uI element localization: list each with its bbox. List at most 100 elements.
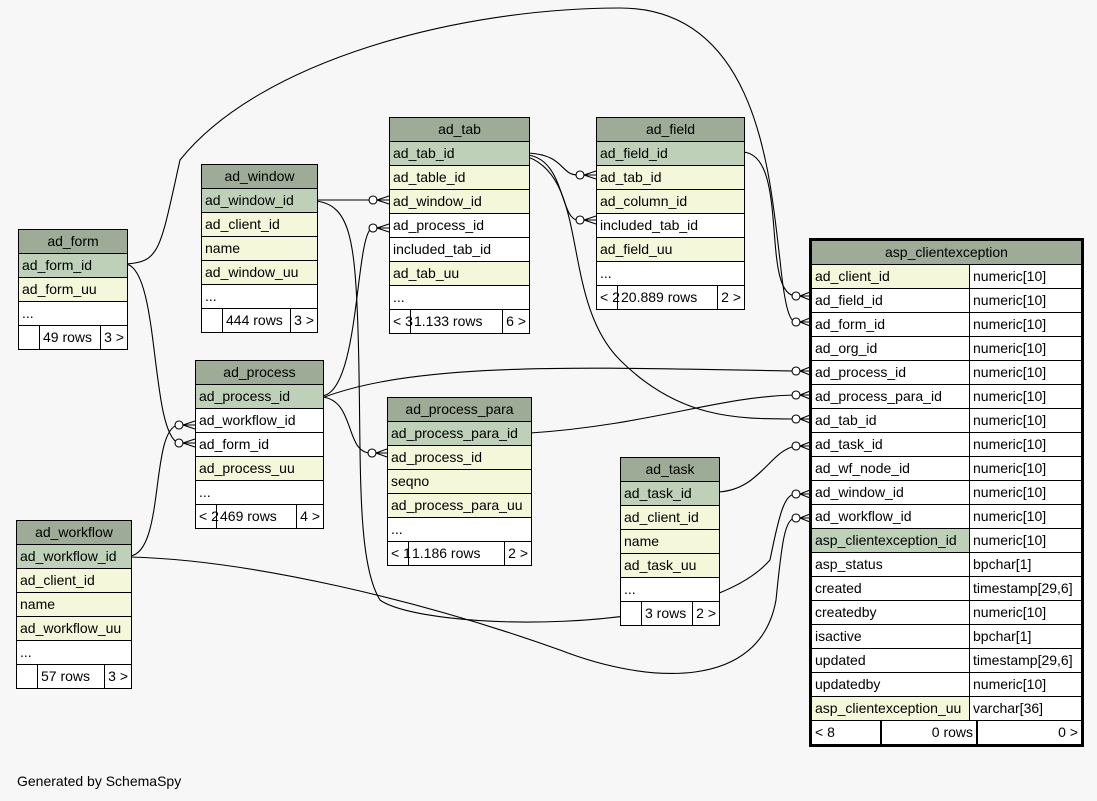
children-count[interactable]: 2 > [717, 286, 744, 309]
table-header[interactable]: ad_workflow [17, 521, 131, 544]
parents-count[interactable]: < 8 [812, 721, 881, 744]
column-row[interactable]: ad_client_id [202, 212, 317, 236]
column-row[interactable]: ad_workflow_id [196, 408, 323, 432]
column-row[interactable]: included_tab_id [390, 237, 529, 261]
column-row[interactable]: ad_form_id [19, 253, 127, 277]
column-row[interactable]: ad_tab_id [390, 141, 529, 165]
table-header[interactable]: ad_process_para [388, 398, 531, 421]
table-header[interactable]: asp_clientexception [812, 241, 1081, 264]
column-row[interactable]: ad_form_id [196, 432, 323, 456]
column-row[interactable]: ad_column_id [597, 189, 744, 213]
parents-count[interactable] [19, 326, 39, 349]
column-row[interactable]: ... [17, 640, 131, 664]
column-row[interactable]: ... [19, 301, 127, 325]
column-row[interactable]: ... [621, 577, 719, 601]
column-row[interactable]: ad_tab_uu [390, 261, 529, 285]
column-row[interactable]: ... [390, 285, 529, 309]
column-row[interactable]: ad_process_uu [196, 456, 323, 480]
column-row[interactable]: included_tab_id [597, 213, 744, 237]
children-count[interactable]: 4 > [296, 505, 323, 528]
table-header[interactable]: ad_task [621, 458, 719, 481]
column-row[interactable]: ad_window_id [202, 188, 317, 212]
edge-form-to-process [125, 263, 179, 444]
children-count[interactable]: 0 > [977, 721, 1081, 744]
column-row[interactable]: ad_field_uu [597, 237, 744, 261]
children-count[interactable]: 2 > [504, 542, 531, 565]
children-count[interactable]: 3 > [100, 326, 127, 349]
column-row[interactable]: ad_process_id [388, 445, 531, 469]
parents-count[interactable]: < 2 [600, 289, 620, 305]
table-header[interactable]: ad_process [196, 361, 323, 384]
column-row[interactable]: ... [202, 284, 317, 308]
column-row[interactable]: ... [196, 480, 323, 504]
column-row[interactable]: ad_task_id [621, 481, 719, 505]
parents-count[interactable]: < 1 [391, 545, 411, 561]
row-count: 1.186 rows [408, 542, 504, 565]
column-row[interactable]: name [202, 236, 317, 260]
column-row[interactable]: ad_client_id [17, 568, 131, 592]
column-row[interactable]: ad_task_uu [621, 553, 719, 577]
column-row[interactable]: ad_process_para_uu [388, 493, 531, 517]
parents-count[interactable]: < 3 [393, 313, 413, 329]
children-count[interactable]: 2 > [692, 602, 719, 625]
column-row[interactable]: ad_form_uu [19, 277, 127, 301]
column-row[interactable]: ad_workflow_uu [17, 616, 131, 640]
children-count[interactable]: 3 > [290, 309, 317, 332]
parents-count[interactable] [202, 309, 222, 332]
column-row[interactable]: ad_process_id [196, 384, 323, 408]
table-header[interactable]: ad_field [597, 118, 744, 141]
column-row[interactable]: ... [597, 261, 744, 285]
table-header[interactable]: ad_window [202, 165, 317, 188]
table-header[interactable]: ad_tab [390, 118, 529, 141]
column-row[interactable]: ad_workflow_id [17, 544, 131, 568]
column-row[interactable]: ad_tab_id [597, 165, 744, 189]
column-row[interactable]: ad_process_para_id [388, 421, 531, 445]
column-row[interactable]: ad_field_id [597, 141, 744, 165]
column-row[interactable]: ad_window_id [390, 189, 529, 213]
column-row[interactable]: name [621, 529, 719, 553]
column-row[interactable]: seqno [388, 469, 531, 493]
column-row[interactable]: ad_process_id [390, 213, 529, 237]
column-name: ad_field_id [812, 289, 970, 312]
column-row[interactable]: ad_window_uu [202, 260, 317, 284]
children-count[interactable]: 6 > [502, 310, 529, 333]
column-row[interactable]: ad_client_id [621, 505, 719, 529]
children-count[interactable]: 3 > [104, 665, 131, 688]
column-row[interactable]: ad_table_id [390, 165, 529, 189]
column-row[interactable]: ... [388, 517, 531, 541]
table-header[interactable]: ad_form [19, 230, 127, 253]
parents-count[interactable]: < 2 [199, 508, 219, 524]
parents-count[interactable] [17, 665, 37, 688]
column-row[interactable]: name [17, 592, 131, 616]
parents-count[interactable] [621, 602, 641, 625]
